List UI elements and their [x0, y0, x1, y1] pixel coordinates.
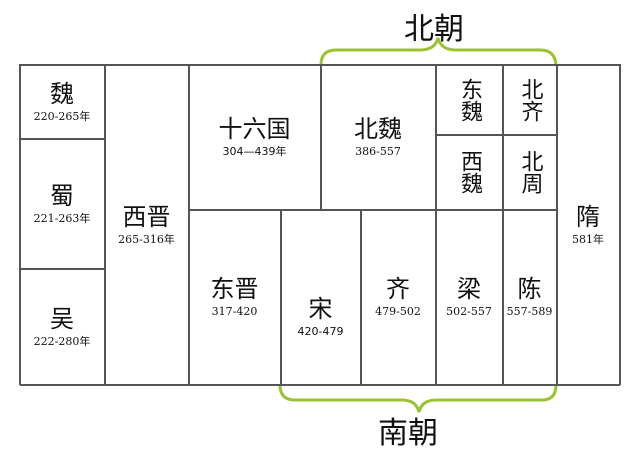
cell-eastern-jin: 东晋 317-420	[189, 210, 280, 384]
name-northern-zhou: 北周	[517, 150, 543, 194]
grid-v-556	[556, 64, 558, 385]
cell-northern-wei: 北魏 386-557	[321, 65, 435, 209]
name-chen: 陈	[517, 275, 542, 303]
years-wei: 220-265年	[33, 109, 91, 123]
name-sixteen-kingdoms: 十六国	[218, 115, 291, 143]
grid-v-360	[360, 210, 362, 385]
southern-dynasties-label: 南朝	[378, 416, 438, 451]
years-liang: 502-557	[446, 305, 492, 318]
cell-liang: 梁 502-557	[436, 210, 502, 384]
name-qi: 齐	[386, 275, 410, 303]
grid-v-104	[104, 64, 106, 385]
cell-chen: 陈 557-589	[503, 210, 556, 384]
years-sui: 581年	[572, 232, 604, 246]
cell-shu: 蜀 221-263年	[20, 139, 104, 268]
cell-sixteen-kingdoms: 十六国 304—439年	[189, 65, 320, 209]
name-eastern-wei: 东魏	[457, 77, 482, 122]
years-song: 420-479	[297, 325, 344, 338]
grid-h-268	[20, 268, 104, 270]
years-chen: 557-589	[506, 305, 553, 318]
grid-right	[619, 64, 621, 385]
name-shu: 蜀	[50, 181, 74, 210]
cell-sui: 隋 581年	[557, 65, 619, 384]
cell-western-jin: 西晋 265-316年	[105, 65, 188, 384]
cell-wu: 吴 222-280年	[20, 269, 104, 384]
name-northern-wei: 北魏	[354, 115, 402, 143]
name-song: 宋	[308, 295, 333, 323]
cell-northern-qi: 北齐	[503, 65, 556, 134]
cell-wei: 魏 220-265年	[20, 65, 104, 138]
cell-western-wei: 西魏	[436, 135, 502, 209]
grid-v-280	[280, 210, 282, 385]
grid-bottom	[20, 384, 620, 386]
years-qi: 479-502	[375, 305, 421, 318]
name-western-jin: 西晋	[122, 202, 171, 231]
cell-eastern-wei: 东魏	[436, 65, 502, 134]
years-northern-wei: 386-557	[355, 145, 401, 158]
name-liang: 梁	[457, 275, 481, 303]
name-sui: 隋	[576, 202, 600, 231]
grid-v-435	[435, 64, 437, 385]
name-wei: 魏	[50, 79, 74, 108]
grid-h-210	[188, 209, 556, 211]
northern-dynasties-label: 北朝	[404, 12, 464, 47]
name-eastern-jin: 东晋	[210, 275, 259, 303]
grid-v-320	[320, 64, 322, 210]
grid-v-188	[188, 64, 190, 385]
name-wu: 吴	[50, 304, 74, 333]
years-western-jin: 265-316年	[118, 232, 175, 246]
years-sixteen-kingdoms: 304—439年	[222, 145, 287, 158]
years-shu: 221-263年	[33, 211, 91, 225]
name-western-wei: 西魏	[457, 150, 482, 194]
cell-song: 宋 420-479	[281, 230, 360, 404]
grid-h-133	[435, 134, 556, 136]
years-eastern-jin: 317-420	[211, 305, 258, 318]
cell-northern-zhou: 北周	[503, 135, 556, 209]
grid-v-502	[502, 64, 504, 385]
cell-qi: 齐 479-502	[361, 210, 435, 384]
grid-left	[19, 64, 21, 385]
grid-h-138	[20, 138, 104, 140]
name-northern-qi: 北齐	[517, 77, 543, 122]
years-wu: 222-280年	[33, 334, 91, 348]
